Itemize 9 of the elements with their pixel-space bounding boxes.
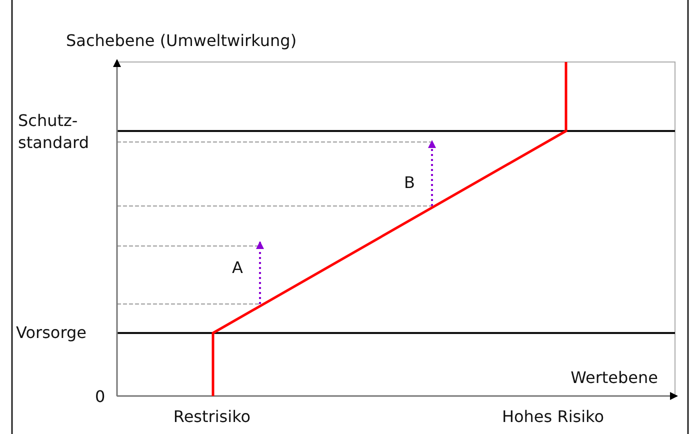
axis-tick-label: 0 [95,386,106,408]
region-label: A [232,257,243,279]
axis-title: Wertebene [570,367,658,389]
axis-tick-label: Vorsorge [16,322,86,344]
axis-title: Sachebene (Umweltwirkung) [66,30,297,52]
axis-tick-label: Hohes Risiko [502,406,604,428]
axis-tick-label: Restrisiko [173,406,251,428]
axis-tick-label: Schutz- standard [18,110,90,154]
region-label: B [404,172,415,194]
